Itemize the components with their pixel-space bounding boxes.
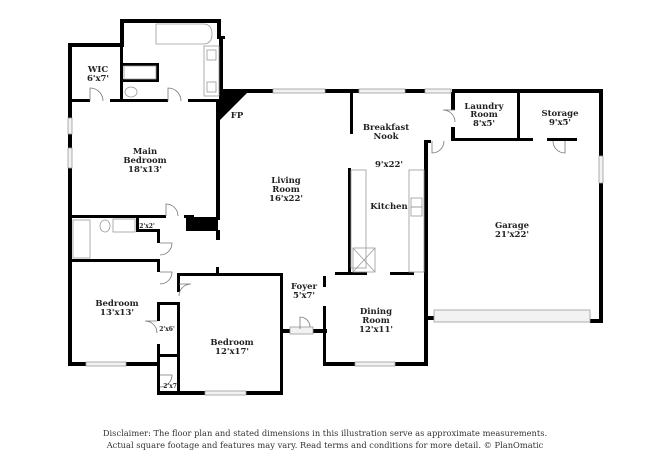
windows xyxy=(67,88,604,396)
fireplace-label: FP xyxy=(231,111,244,121)
kitchen-label: Kitchen xyxy=(370,202,408,212)
hall-closet-dim: 2'x2' xyxy=(139,223,155,230)
storage-label: Storage xyxy=(541,109,579,119)
disclaimer-line-1: Disclaimer: The floor plan and stated di… xyxy=(102,428,548,438)
laundry-room-label-1: Laundry xyxy=(464,102,504,112)
bedroom-2-label: Bedroom xyxy=(95,299,138,309)
walls xyxy=(68,19,603,395)
closet-3-dim: 2'x7' xyxy=(163,383,179,390)
wic-label: WIC xyxy=(87,65,109,75)
disclaimer-line-2: Actual square footage and features may v… xyxy=(106,440,544,450)
bedroom-2-dim: 13'x13' xyxy=(100,308,134,318)
dining-room-dim: 12'x11' xyxy=(359,325,393,335)
floor-plan: WIC 6'x7' FP Main Bedroom 18'x13' Living… xyxy=(67,19,604,396)
closet-2-dim: 2'x6' xyxy=(159,326,175,333)
dining-room-label-2: Room xyxy=(362,316,389,326)
garage-label: Garage xyxy=(495,221,530,231)
main-bedroom-label-1: Main xyxy=(133,147,157,157)
main-bedroom-dim: 18'x13' xyxy=(128,165,162,175)
storage-dim: 9'x5' xyxy=(549,118,571,128)
fixtures xyxy=(72,23,425,273)
garage-dim: 21'x22' xyxy=(495,230,529,240)
doors xyxy=(89,87,566,388)
living-room-dim: 16'x22' xyxy=(269,194,303,204)
disclaimer: Disclaimer: The floor plan and stated di… xyxy=(0,427,650,451)
foyer-label: Foyer xyxy=(291,282,318,292)
kitchen-dim: 9'x22' xyxy=(375,160,403,170)
laundry-room-dim: 8'x5' xyxy=(473,119,495,129)
room-labels: WIC 6'x7' FP Main Bedroom 18'x13' Living… xyxy=(87,65,579,390)
breakfast-nook-label-2: Nook xyxy=(374,132,400,142)
main-bedroom-label-2: Bedroom xyxy=(123,156,166,166)
foyer-dim: 5'x7' xyxy=(293,291,315,301)
dining-room-label-1: Dining xyxy=(360,307,392,317)
living-room-label-1: Living xyxy=(271,176,301,186)
breakfast-nook-label-1: Breakfast xyxy=(363,123,409,133)
wic-dim: 6'x7' xyxy=(87,74,109,84)
bedroom-3-label: Bedroom xyxy=(210,338,253,348)
laundry-room-label-2: Room xyxy=(470,110,497,120)
living-room-label-2: Room xyxy=(272,185,299,195)
bedroom-3-dim: 12'x17' xyxy=(215,347,249,357)
